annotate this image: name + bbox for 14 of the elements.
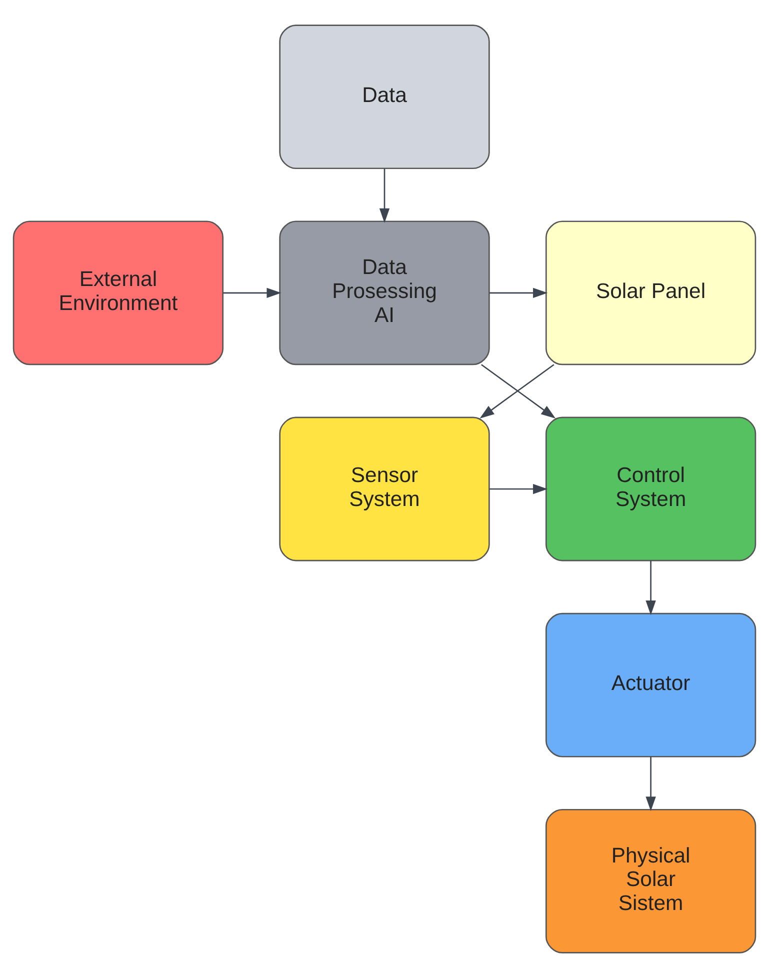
node-box: Actuator xyxy=(545,612,756,757)
arrow xyxy=(646,756,656,811)
node-box: Data xyxy=(279,24,490,169)
node-box: Physical Solar Sistem xyxy=(545,808,756,953)
arrow xyxy=(646,560,656,615)
arrow xyxy=(490,483,548,494)
node-box: Control System xyxy=(545,416,756,561)
node-box: Sensor System xyxy=(279,416,490,561)
arrow xyxy=(490,287,548,298)
node-box: Solar Panel xyxy=(545,220,756,365)
node-box: Data Prosessing AI xyxy=(279,220,490,365)
arrow xyxy=(379,168,390,222)
arrow xyxy=(223,287,282,298)
node-box: External Environment xyxy=(12,220,224,365)
